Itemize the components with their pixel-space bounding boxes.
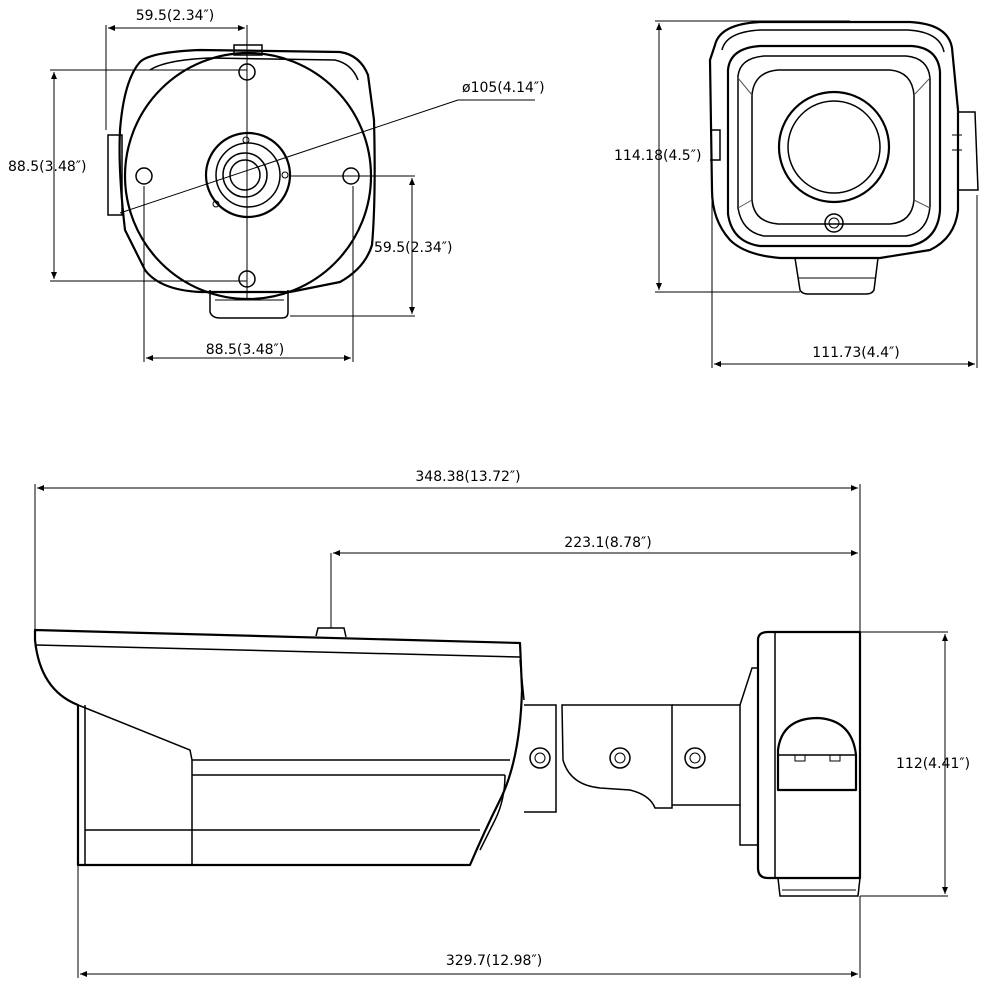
side-housing-nose (519, 659, 525, 701)
rear-side-bracket (958, 111, 979, 191)
front-housing-outline (118, 48, 376, 294)
side-view: 348.38(13.72″) 223.1(8.78″) 112(4.41″) 3… (33, 469, 970, 978)
front-dim-diameter-label: ø105(4.14″) (462, 80, 545, 96)
front-dim-top-label: 59.5(2.34″) (136, 8, 215, 24)
side-bolt-3-inner (689, 752, 701, 764)
front-boss-core (229, 159, 261, 191)
rear-dim-height-label: 114.18(4.5″) (614, 148, 701, 164)
front-diameter-leader (119, 99, 459, 214)
front-dim-left-label: 88.5(3.48″) (8, 159, 87, 175)
rear-lens-outer (777, 90, 891, 204)
side-gland-notch-1 (794, 754, 806, 762)
front-boss-ring (215, 142, 281, 208)
front-housing-inner-edge (149, 57, 359, 81)
front-boss-inner (222, 152, 268, 198)
side-top-screw (315, 627, 347, 638)
front-dim-bottom-label: 88.5(3.48″) (206, 342, 285, 358)
rear-lens-inner (787, 100, 881, 194)
side-bracket-flange (739, 667, 759, 846)
rear-left-clip (710, 129, 721, 161)
side-bolt-2-inner (614, 752, 626, 764)
side-junction-box-foot (777, 877, 861, 897)
side-housing-top-ridge (35, 644, 521, 658)
side-bracket-joint (524, 704, 557, 813)
front-left-tab (107, 134, 123, 216)
front-boss-pin-2 (242, 136, 250, 144)
side-bolt-2 (609, 747, 631, 769)
side-bolt-1 (529, 747, 551, 769)
rear-hood-outline (708, 20, 960, 260)
rear-window-corner-4 (913, 199, 931, 209)
side-bolt-1-inner (534, 752, 546, 764)
rear-window-corner-1 (737, 77, 753, 96)
front-top-tab (233, 44, 263, 56)
side-dim-box-label: 112(4.41″) (896, 756, 970, 772)
rear-bottom-mount (794, 257, 879, 295)
side-dim-offset-label: 223.1(8.78″) (564, 535, 651, 551)
rear-sensor-outer (824, 213, 844, 233)
front-screw-hole-left (135, 167, 153, 185)
front-boss-outer (204, 131, 292, 219)
rear-hood-lip (721, 29, 945, 53)
rear-view: 114.18(4.5″) 111.73(4.4″) (614, 20, 979, 368)
side-cable-gland (776, 716, 858, 792)
side-dim-housing-label: 329.7(12.98″) (446, 953, 542, 969)
rear-window-corner-2 (913, 77, 931, 96)
front-view: 59.5(2.34″) 88.5(3.48″) ø105(4.14″) 59.5… (8, 8, 545, 362)
rear-sensor-inner (828, 217, 840, 229)
side-sunshield-edge (77, 704, 510, 761)
rear-frame-inner (737, 55, 931, 237)
front-bottom-connector (209, 290, 289, 319)
side-gland-notch-2 (829, 754, 841, 762)
rear-window-corner-3 (737, 199, 753, 209)
front-boss-pin-3 (281, 171, 289, 179)
side-bracket-arm (561, 704, 673, 809)
rear-dim-width-label: 111.73(4.4″) (812, 345, 899, 361)
side-bracket-block (672, 704, 741, 806)
front-boss-pin-1 (212, 200, 220, 208)
side-front-curve (479, 774, 506, 851)
front-dim-right-label: 59.5(2.34″) (374, 240, 453, 256)
side-dim-overall-label: 348.38(13.72″) (415, 469, 520, 485)
side-bolt-3 (684, 747, 706, 769)
rear-frame-outer (726, 44, 942, 248)
side-housing-outline (33, 628, 524, 867)
